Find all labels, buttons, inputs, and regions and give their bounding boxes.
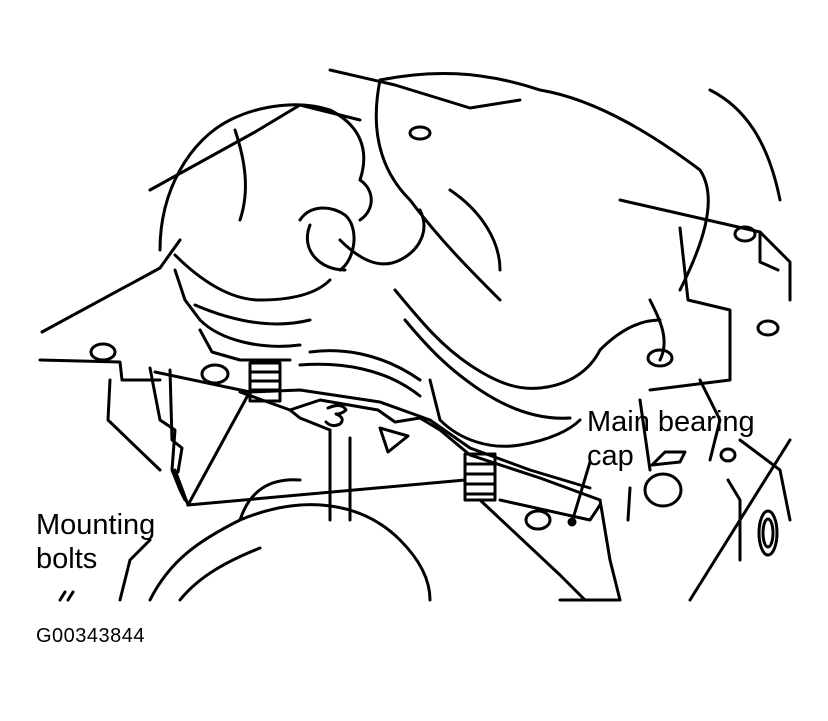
left-hand-drawing bbox=[158, 103, 373, 362]
lower-hand-drawing bbox=[118, 478, 432, 602]
cap-direction-arrow bbox=[378, 426, 410, 454]
label-mounting-bolts-line1: Mounting bbox=[36, 509, 156, 541]
housing-bolt-holes bbox=[89, 125, 780, 557]
tick-marks bbox=[58, 590, 75, 602]
callout-leader-lines bbox=[173, 393, 687, 524]
label-main-bearing-cap-line2: cap bbox=[587, 440, 634, 472]
label-main-bearing-cap-line1: Main bearing bbox=[587, 406, 755, 438]
cap-number-mark bbox=[324, 403, 348, 428]
label-main-bearing-cap: Main bearing cap bbox=[587, 405, 755, 473]
label-mounting-bolts-line2: bolts bbox=[36, 543, 98, 575]
main-bearing-cap-body bbox=[148, 349, 792, 602]
cap-leader-dot bbox=[567, 517, 577, 527]
figure-code: G00343844 bbox=[36, 625, 146, 647]
right-hand-drawing bbox=[338, 71, 782, 448]
label-mounting-bolts: Mounting bolts bbox=[36, 508, 155, 576]
mounting-bolts-drawing bbox=[248, 361, 497, 502]
